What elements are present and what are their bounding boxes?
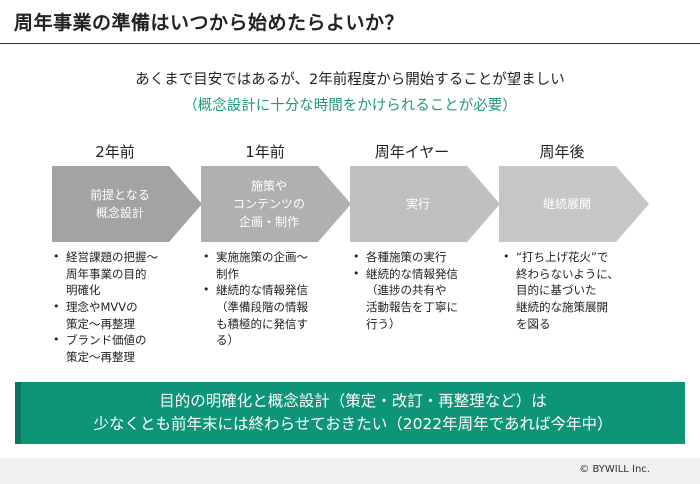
- title-divider: [0, 43, 700, 44]
- bullet-list-2-years-before: 経営課題の把握〜 周年事業の目的 明確化 理念やMVVの 策定〜再整理 ブランド…: [53, 249, 193, 366]
- phase-label-1-year-before: 1年前: [245, 143, 285, 161]
- bullet-list-after-anniversary: “打ち上げ花火”で 終わらないように、 目的に基づいた 継続的な施策展開 を図る: [503, 249, 653, 332]
- step-text-concept-design: 前提となる 概念設計: [90, 188, 150, 220]
- footer: © BYWILL Inc.: [0, 458, 700, 484]
- list-item: 実施施策の企画〜 制作: [203, 249, 343, 282]
- step-arrow-execution: 実行: [350, 166, 500, 242]
- list-item: 経営課題の把握〜 周年事業の目的 明確化: [53, 249, 193, 299]
- phase-label-after-anniversary: 周年後: [539, 143, 585, 161]
- phase-label-2-years-before: 2年前: [95, 143, 135, 161]
- banner-line-1: 目的の明確化と概念設計（策定・改訂・再整理など）は: [159, 391, 547, 410]
- list-item: ブランド価値の 策定〜再整理: [53, 332, 193, 365]
- phase-label-anniversary-year: 周年イヤー: [374, 143, 450, 161]
- list-item: 理念やMVVの 策定〜再整理: [53, 299, 193, 332]
- subtitle-note: （概念設計に十分な時間をかけられることが必要）: [183, 98, 517, 114]
- step-text-continuation: 継続展開: [542, 197, 591, 211]
- step-arrow-concept-design: 前提となる 概念設計: [52, 166, 202, 242]
- step-text-execution: 実行: [405, 197, 430, 211]
- page-title: 周年事業の準備はいつから始めたらよいか？: [14, 12, 405, 34]
- conclusion-banner: 目的の明確化と概念設計（策定・改訂・再整理など）は 少なくとも前年末には終わらせ…: [15, 382, 685, 444]
- list-item: 継続的な情報発信 （準備段階の情報 も積極的に発信す る）: [203, 282, 343, 349]
- list-item: “打ち上げ花火”で 終わらないように、 目的に基づいた 継続的な施策展開 を図る: [503, 249, 653, 332]
- step-text-planning-production: 施策や コンテンツの 企画・制作: [232, 179, 305, 229]
- step-arrow-continuation: 継続展開: [499, 166, 649, 242]
- copyright: © BYWILL Inc.: [579, 464, 650, 475]
- step-arrow-planning-production: 施策や コンテンツの 企画・制作: [201, 166, 351, 242]
- bullet-list-anniversary-year: 各種施策の実行 継続的な情報発信 （進捗の共有や 活動報告を丁寧に 行う）: [353, 249, 493, 332]
- subtitle-main: あくまで目安ではあるが、2年前程度から開始することが望ましい: [135, 72, 565, 88]
- list-item: 継続的な情報発信 （進捗の共有や 活動報告を丁寧に 行う）: [353, 266, 493, 333]
- banner-line-2: 少なくとも前年末には終わらせておきたい（2022年周年であれば今年中）: [93, 415, 613, 433]
- list-item: 各種施策の実行: [353, 249, 493, 266]
- bullet-list-1-year-before: 実施施策の企画〜 制作 継続的な情報発信 （準備段階の情報 も積極的に発信す る…: [203, 249, 343, 349]
